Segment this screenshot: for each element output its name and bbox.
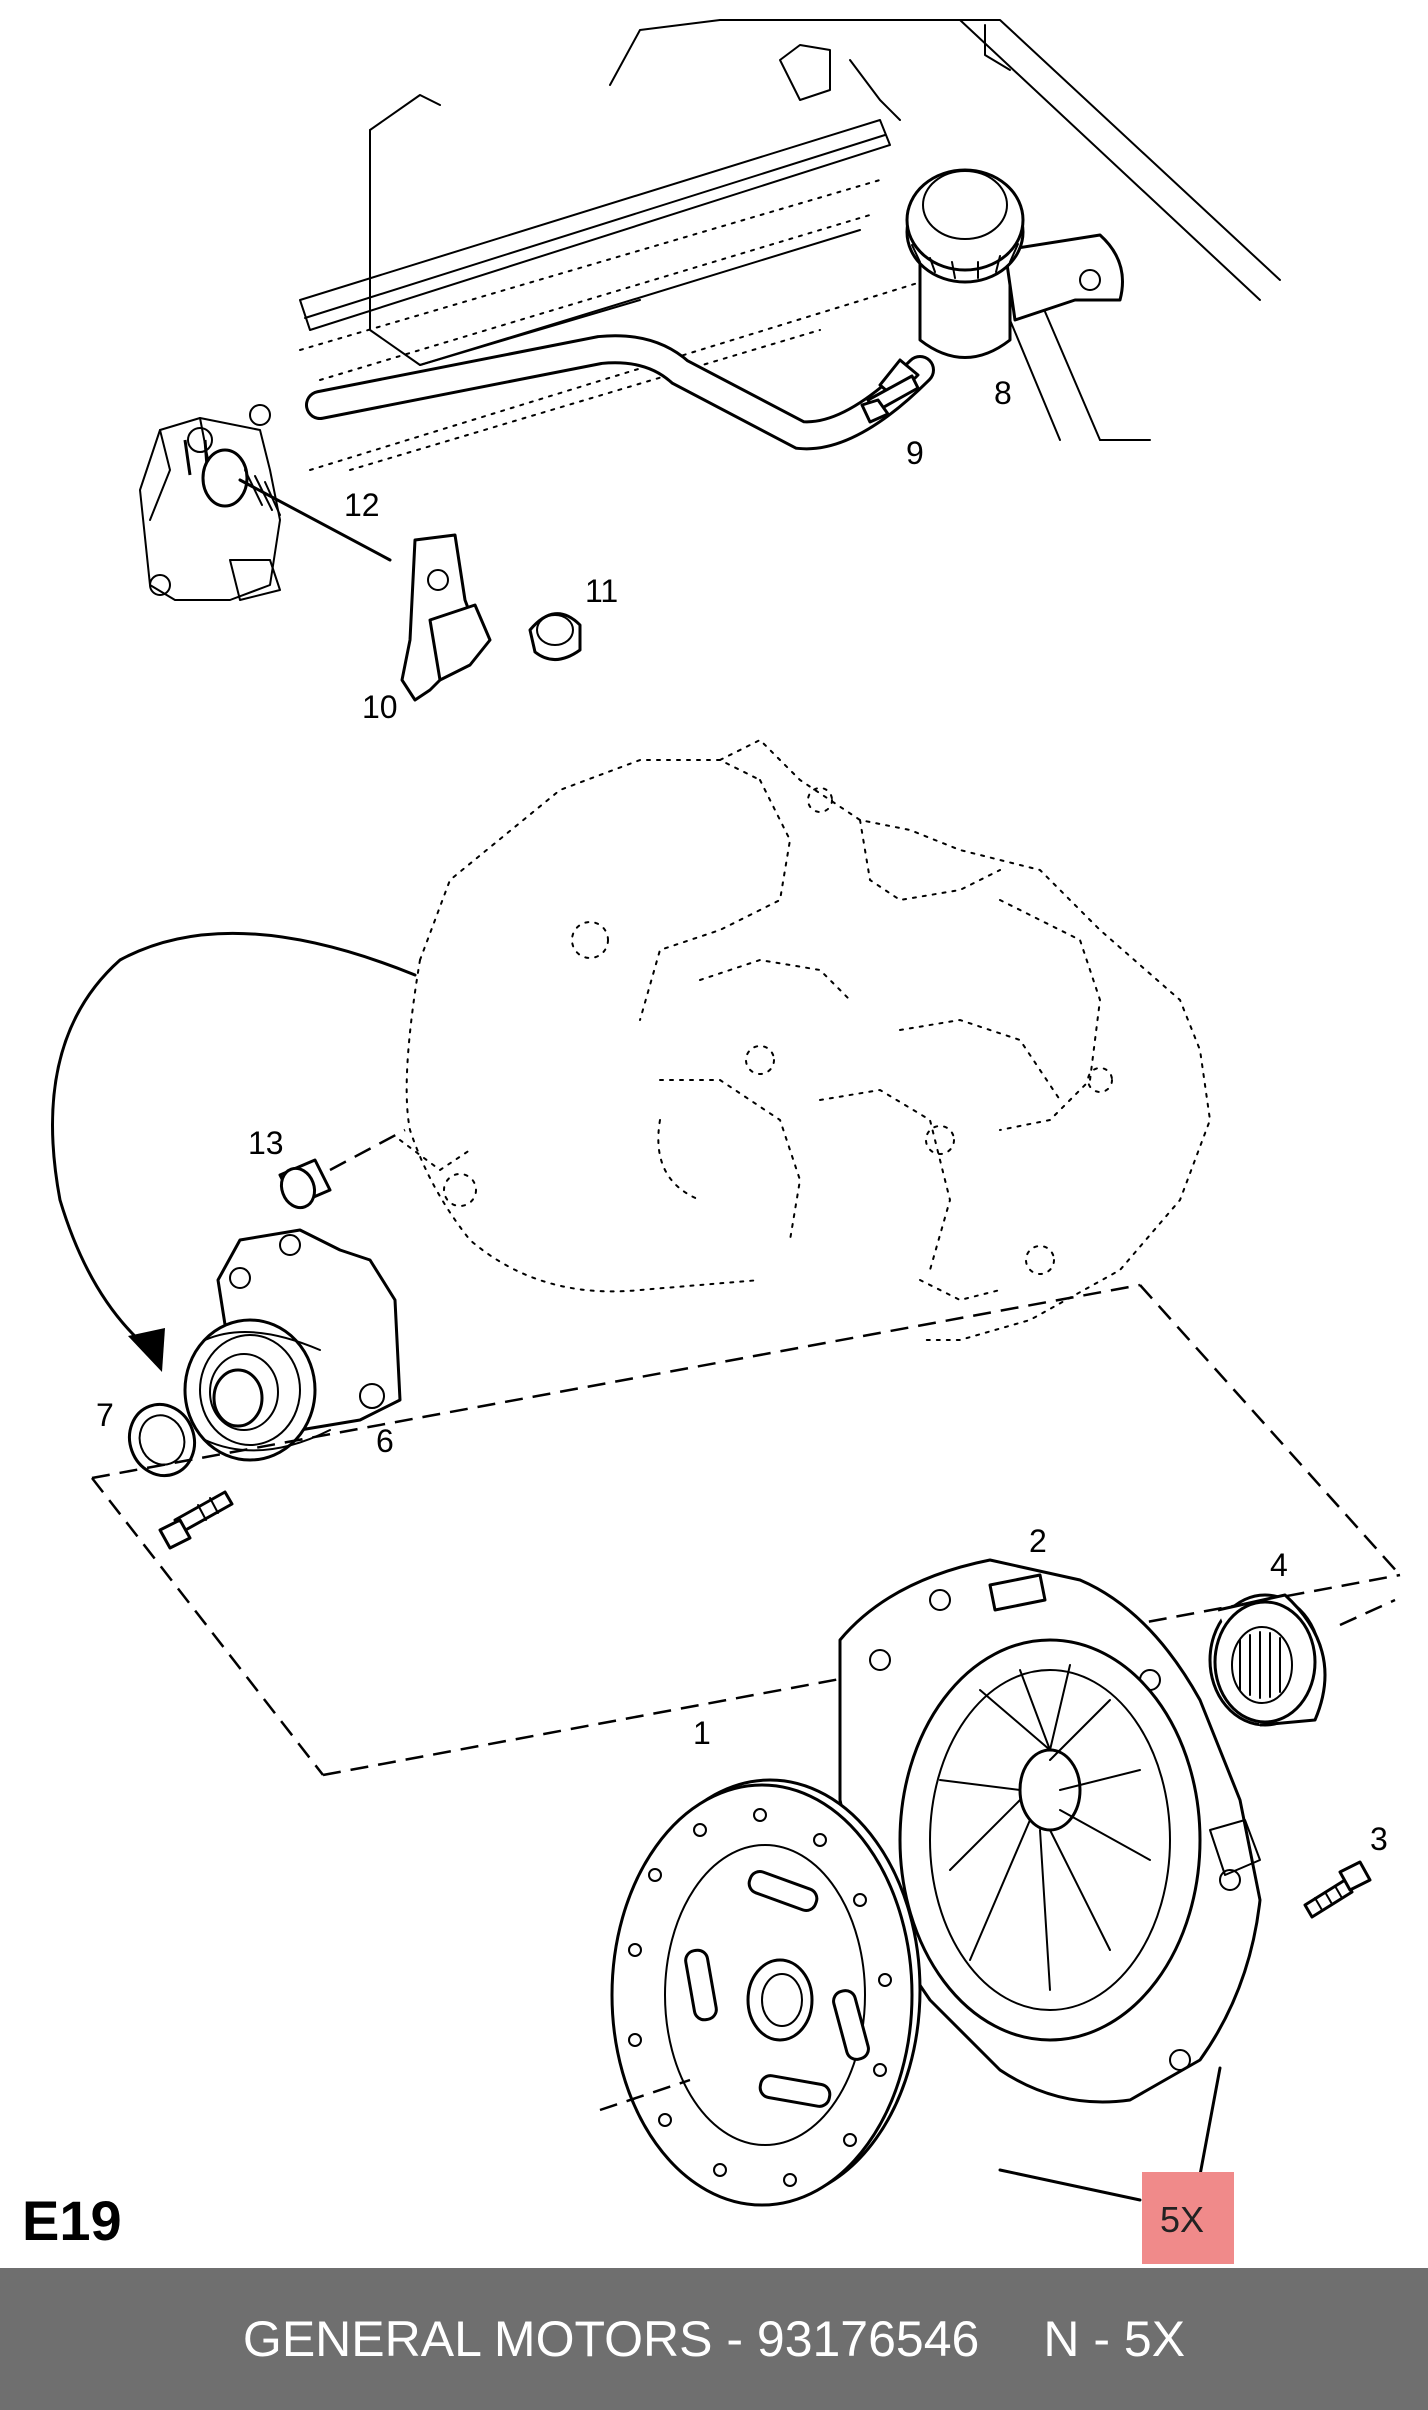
install-direction-arrow xyxy=(51,931,417,1372)
part-label-10: 10 xyxy=(362,689,398,725)
footer-bar xyxy=(0,2268,1428,2410)
slave-mount-bracket-drawing xyxy=(139,404,392,601)
body-panel-drawing xyxy=(299,19,1281,471)
sleeve-13 xyxy=(278,1128,406,1210)
kit-highlight-label: 5X xyxy=(1160,2199,1204,2240)
release-bearing-4 xyxy=(1208,1593,1396,1727)
footer-caption: GENERAL MOTORS - 93176546 N - 5X xyxy=(0,2268,1428,2410)
pressure-plate-bolt-3 xyxy=(1303,1860,1372,1919)
section-code: E19 xyxy=(22,2189,122,2252)
part-label-11: 11 xyxy=(585,573,618,609)
part-label-7: 7 xyxy=(96,1397,114,1433)
part-label-3: 3 xyxy=(1370,1821,1388,1857)
part-label-4: 4 xyxy=(1270,1547,1288,1583)
friction-rivets xyxy=(628,1808,892,2187)
part-label-13: 13 xyxy=(248,1125,284,1161)
flange-nut-11 xyxy=(528,612,582,661)
transmission-housing-drawing xyxy=(399,738,1212,1341)
kit-highlight-swatch xyxy=(1142,2172,1234,2264)
part-label-9: 9 xyxy=(906,435,924,471)
concentric-slave-cylinder-6 xyxy=(183,1228,402,1462)
clip-bracket-10 xyxy=(400,533,492,702)
clutch-disc-1 xyxy=(610,1778,922,2207)
bolt xyxy=(158,1490,234,1550)
bolt-9 xyxy=(860,374,920,424)
footer-code: N - 5X xyxy=(1043,2311,1186,2367)
seal-ring-7 xyxy=(128,1402,196,1478)
pressure-plate-2 xyxy=(838,1558,1262,2104)
kit-highlight-box: 5X xyxy=(1142,2172,1234,2264)
part-label-6: 6 xyxy=(376,1423,394,1459)
part-label-12: 12 xyxy=(344,487,380,523)
part-label-1: 1 xyxy=(693,1715,711,1751)
footer-part-number: GENERAL MOTORS - 93176546 xyxy=(242,2311,980,2367)
damper-springs xyxy=(684,1870,870,2108)
part-label-8: 8 xyxy=(994,375,1012,411)
part-label-2: 2 xyxy=(1029,1523,1047,1559)
clutch-fluid-hose xyxy=(305,334,935,451)
kit-leader-lines xyxy=(599,2066,1222,2202)
fluid-reservoir-8 xyxy=(878,168,1124,400)
